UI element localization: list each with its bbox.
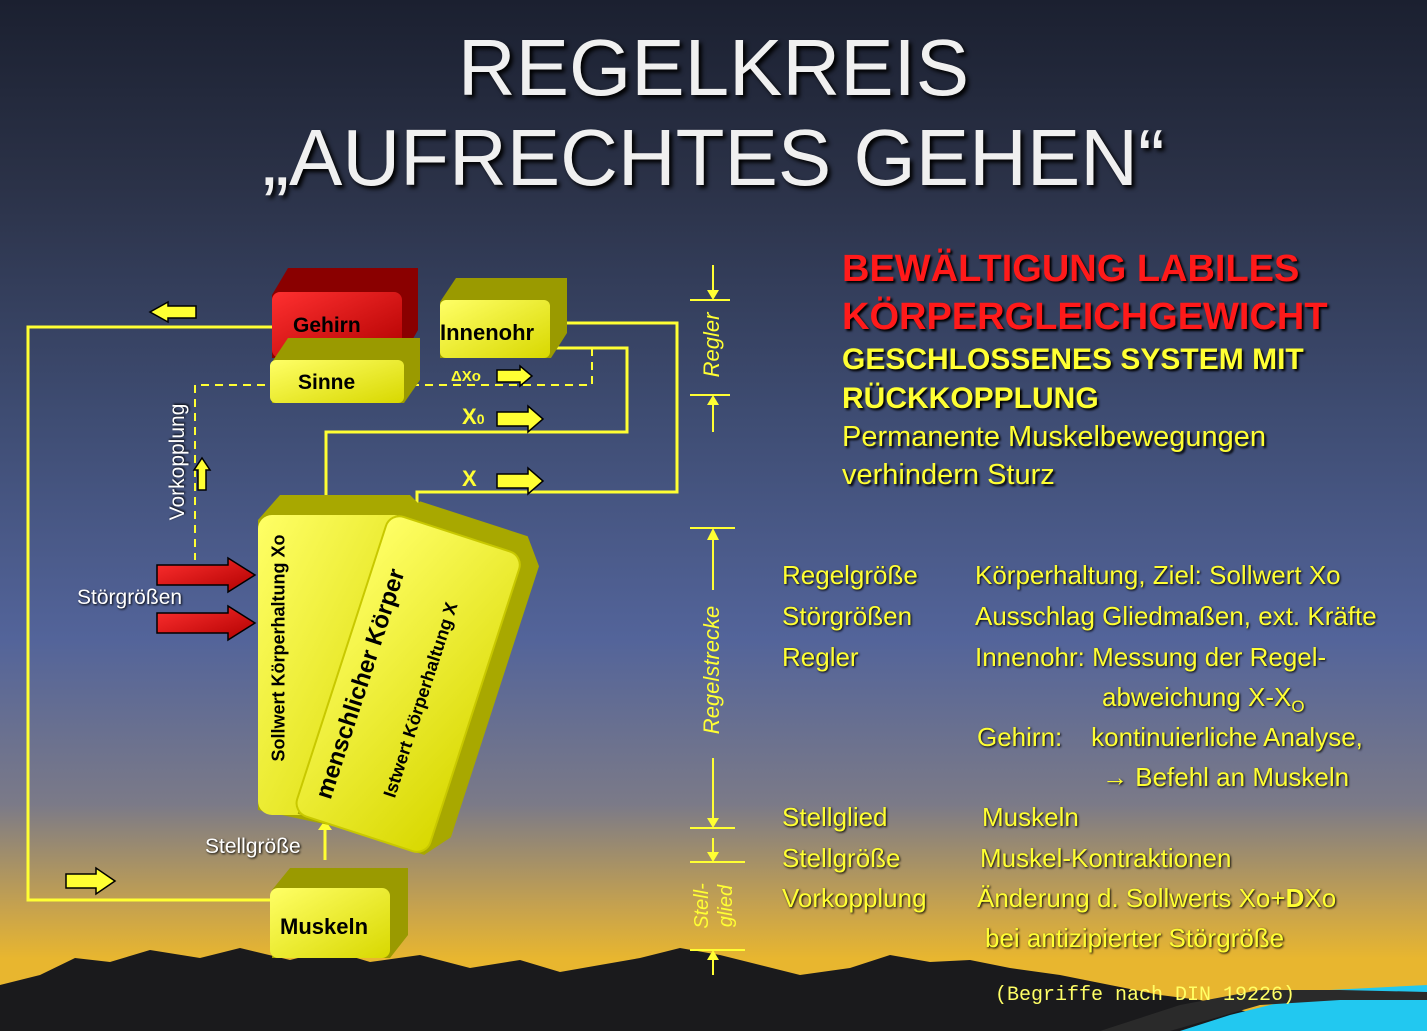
label-x: X [462,466,477,491]
label-gehirn: Gehirn [293,314,361,337]
label-innenohr: Innenohr [440,320,535,345]
label-delta-xo: ΔXo [451,368,481,385]
label-stellgroesse: Stellgröße [205,835,301,858]
def-desc: Ausschlag Gliedmaßen, ext. Kräfte [975,601,1377,631]
header-yellow-1: GESCHLOSSENES SYSTEM MIT [842,343,1304,376]
header-plain-2: verhindern Sturz [842,459,1055,491]
label-sollwert: Sollwert Körperhaltung Xo [268,534,289,762]
def-desc: Muskel-Kontraktionen [980,843,1232,873]
def-term: Störgrößen [782,601,913,631]
def-desc: Gehirn: kontinuierliche Analyse, [977,722,1363,752]
def-term: Stellgröße [782,843,901,873]
label-vorkopplung: Vorkopplung [166,403,189,521]
label-stellglied: Stell- glied [691,883,737,929]
def-desc: bei antizipierter Störgröße [985,923,1285,953]
label-sinne: Sinne [298,371,356,394]
title-line-1: REGELKREIS [457,23,970,112]
def-desc: Körperhaltung, Ziel: Sollwert Xo [975,560,1341,590]
header-yellow-2: RÜCKKOPPLUNG [842,382,1099,415]
sinne-box [270,338,420,403]
def-desc: Muskeln [982,802,1079,832]
label-regelstrecke: Regelstrecke [699,605,724,735]
header-red-1: BEWÄLTIGUNG LABILES [842,248,1300,290]
label-x0: X0 [462,404,485,429]
def-term: Regelgröße [782,560,918,590]
arrows [65,300,545,896]
def-desc: abweichung X-XO [1102,682,1305,717]
header-plain-1: Permanente Muskelbewegungen [842,421,1266,453]
def-desc: Innenohr: Messung der Regel- [975,642,1327,672]
def-term: Regler [782,642,859,672]
def-term: Vorkopplung [782,883,927,913]
title-line-2: „AUFRECHTES GEHEN“ [262,113,1165,202]
def-desc: Änderung d. Sollwerts Xo+DXo [977,883,1337,913]
footnote: (Begriffe nach DIN 19226) [995,984,1296,1007]
header-red-2: KÖRPERGLEICHGEWICHT [842,296,1328,338]
def-term: Stellglied [782,802,888,832]
mountains [0,948,1320,1031]
def-desc: → Befehl an Muskeln [1102,762,1350,792]
label-stoergroessen: Störgrößen [77,586,183,609]
muskeln-box [270,868,408,958]
body-boxes [258,495,539,855]
label-muskeln: Muskeln [280,914,369,939]
label-regler: Regler [699,312,724,378]
innenohr-box [440,278,567,358]
